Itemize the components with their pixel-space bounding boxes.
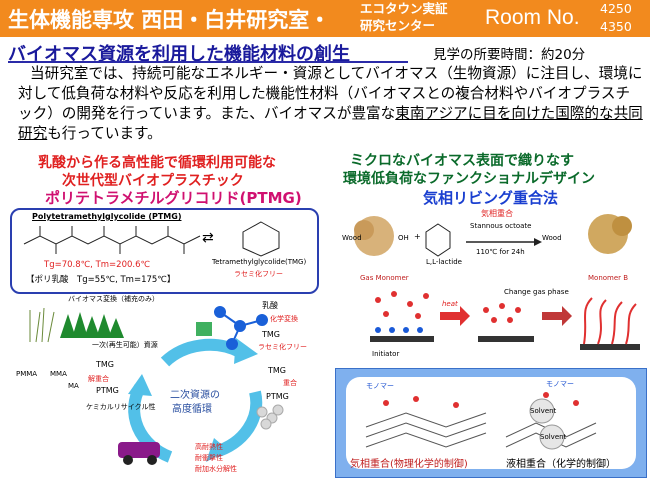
monomer-right-label: モノマー xyxy=(546,380,574,388)
left-heading-line1: 乳酸から作る高性能で循環利用可能な xyxy=(38,152,276,172)
heat-label: heat xyxy=(442,300,458,308)
page-title: バイオマス資源を利用した機能材料の創生 xyxy=(8,44,350,65)
wood-reaction-scheme: Wood OH + L,L-lactide 気相重合 Stannous octo… xyxy=(336,206,648,268)
wood-left-label: Wood xyxy=(342,234,362,242)
ma-label: MA xyxy=(68,382,79,390)
ptmg-props: Tg=70.8℃, Tm=200.6℃ xyxy=(44,260,151,270)
room-number-1: 4250 xyxy=(600,1,632,16)
left-heading-line2: 次世代型バイオプラスチック xyxy=(62,170,244,190)
catalyst-label: Stannous octoate xyxy=(470,222,532,230)
primary-resource-label: 一次(再生可能）資源 xyxy=(92,341,158,349)
left-heading-text1: 乳酸から作る高性能で循環利用可能な xyxy=(38,155,276,171)
polymerization-comparison-panel: モノマー モノマー Solvent Solvent 気相重合(物理化学的制御) … xyxy=(335,368,647,478)
cycle-center-line1: 二次資源の xyxy=(170,390,220,401)
feature-hydrolysis-resistance: 耐加水分解性 xyxy=(195,465,237,473)
intro-underlined-text: 東南アジアに目を向けた国際的な共同研究 xyxy=(18,105,643,142)
monomer-b-label: Monomer B xyxy=(588,274,629,282)
lactic-acid-label: 乳酸 xyxy=(262,301,278,310)
lactide-label: L,L-lactide xyxy=(426,258,462,266)
tmg-right-label: TMG xyxy=(268,366,286,375)
racemization-free-cycle-label: ラセミ化フリー xyxy=(258,343,307,351)
wood-right-label: Wood xyxy=(542,234,562,242)
ptmg-name: Polytetramethylglycolide (PTMG) xyxy=(32,212,182,221)
recycling-cycle-diagram: バイオマス変換（補充のみ） 一次(再生可能）資源 乳酸 化学変換 TMG ラセミ… xyxy=(0,292,335,478)
tmg-name: Tetramethylglycolide(TMG) xyxy=(212,258,307,266)
ptmg-structure-box: Polytetramethylglycolide (PTMG) Tg=70.8℃… xyxy=(10,208,319,294)
liquid-phase-caption: 液相重合（化学的制御） xyxy=(506,459,616,470)
ptmg-right-label: PTMG xyxy=(266,392,289,401)
cycle-center-line2: 高度循環 xyxy=(172,404,212,415)
biomass-conversion-label: バイオマス変換（補充のみ） xyxy=(68,295,159,303)
right-heading-line1: ミクロなバイオマス表面で織りなす xyxy=(350,150,574,170)
chem-conversion-label: 化学変換 xyxy=(270,315,298,323)
cycle-graphic xyxy=(29,306,284,465)
right-heading-text1: ミクロなバイオマス表面で織りなす xyxy=(350,153,574,169)
polymerization-label: 重合 xyxy=(283,379,297,387)
oh-label: OH xyxy=(398,234,409,242)
left-heading-text2: 次世代型バイオプラスチック xyxy=(62,173,244,189)
depolymerization-label: 解重合 xyxy=(88,375,109,383)
intro-text-1: 当研究室では、持続可能なエネルギー・資源としてバイオマス（生物資源）に注目し、環… xyxy=(18,65,643,122)
tmg-ring-icon xyxy=(242,221,280,257)
tmg-top-label: TMG xyxy=(262,330,280,339)
comparison-inner: モノマー モノマー Solvent Solvent 気相重合(物理化学的制御) … xyxy=(346,377,636,470)
visit-time: 見学の所要時間：約20分 xyxy=(433,47,586,63)
reaction-graphic xyxy=(354,214,632,257)
right-heading-line2: 環境低負荷なファンクショナルデザイン xyxy=(343,168,595,188)
monomer-left-label: モノマー xyxy=(366,382,394,390)
right-heading-text3: 気相リビング重合法 xyxy=(423,189,559,207)
center-name-line2: 研究センター xyxy=(360,18,436,33)
feature-impact-resistance: 耐衝撃性 xyxy=(195,454,223,462)
intro-text-2: も行っています。 xyxy=(47,125,162,142)
mma-label: MMA xyxy=(50,370,67,378)
pmma-label: PMMA xyxy=(16,370,38,378)
conditions-label: 110℃ for 24h xyxy=(476,248,525,256)
intro-paragraph: 当研究室では、持続可能なエネルギー・資源としてバイオマス（生物資源）に注目し、環… xyxy=(18,64,643,144)
solvent-label-2: Solvent xyxy=(540,433,567,441)
gas-phase-caption: 気相重合(物理化学的制御) xyxy=(350,459,468,470)
ptmg-left-label: PTMG xyxy=(96,386,119,395)
room-number-2: 4350 xyxy=(600,19,632,34)
gas-phase-scheme: Gas Monomer heat Change gas phase Monome… xyxy=(336,270,648,368)
left-heading-line3: ポリテトラメチルグリコリド(PTMG) xyxy=(45,187,302,208)
center-name-line1: エコタウン実証 xyxy=(360,1,448,16)
gas-monomer-label: Gas Monomer xyxy=(360,274,409,282)
tmg-left-label: TMG xyxy=(96,360,114,369)
racemization-free-label: ラセミ化フリー xyxy=(234,270,283,278)
left-heading-text3: ポリテトラメチルグリコリド(PTMG) xyxy=(45,189,302,207)
equilibrium-arrow-icon: ⇄ xyxy=(202,230,214,246)
comparison-graphic xyxy=(365,392,597,450)
right-heading-line3: 気相リビング重合法 xyxy=(423,187,558,208)
pla-props: 【ポリ乳酸 Tg=55℃, Tm=175℃】 xyxy=(26,275,176,285)
header-bar: 生体機能専攻 西田・白井研究室・ エコタウン実証 研究センター Room No.… xyxy=(0,0,650,37)
gas-phase-graphic xyxy=(370,291,640,350)
right-heading-text2: 環境低負荷なファンクショナルデザイン xyxy=(343,171,595,187)
room-label: Room No. xyxy=(485,6,580,29)
ptmg-structure-icon xyxy=(23,226,201,254)
title-underline xyxy=(8,61,408,63)
gas-phase-poly-label: 気相重合 xyxy=(481,209,513,218)
change-gas-label: Change gas phase xyxy=(504,288,569,296)
feature-heat-resistance: 高耐熱性 xyxy=(195,443,223,451)
lab-name: 生体機能専攻 西田・白井研究室・ xyxy=(8,8,331,32)
chemical-recycle-label: ケミカルリサイクル性 xyxy=(86,403,156,411)
initiator-label: Initiator xyxy=(372,350,400,358)
plus-sign: + xyxy=(414,232,421,241)
solvent-label-1: Solvent xyxy=(530,407,557,415)
